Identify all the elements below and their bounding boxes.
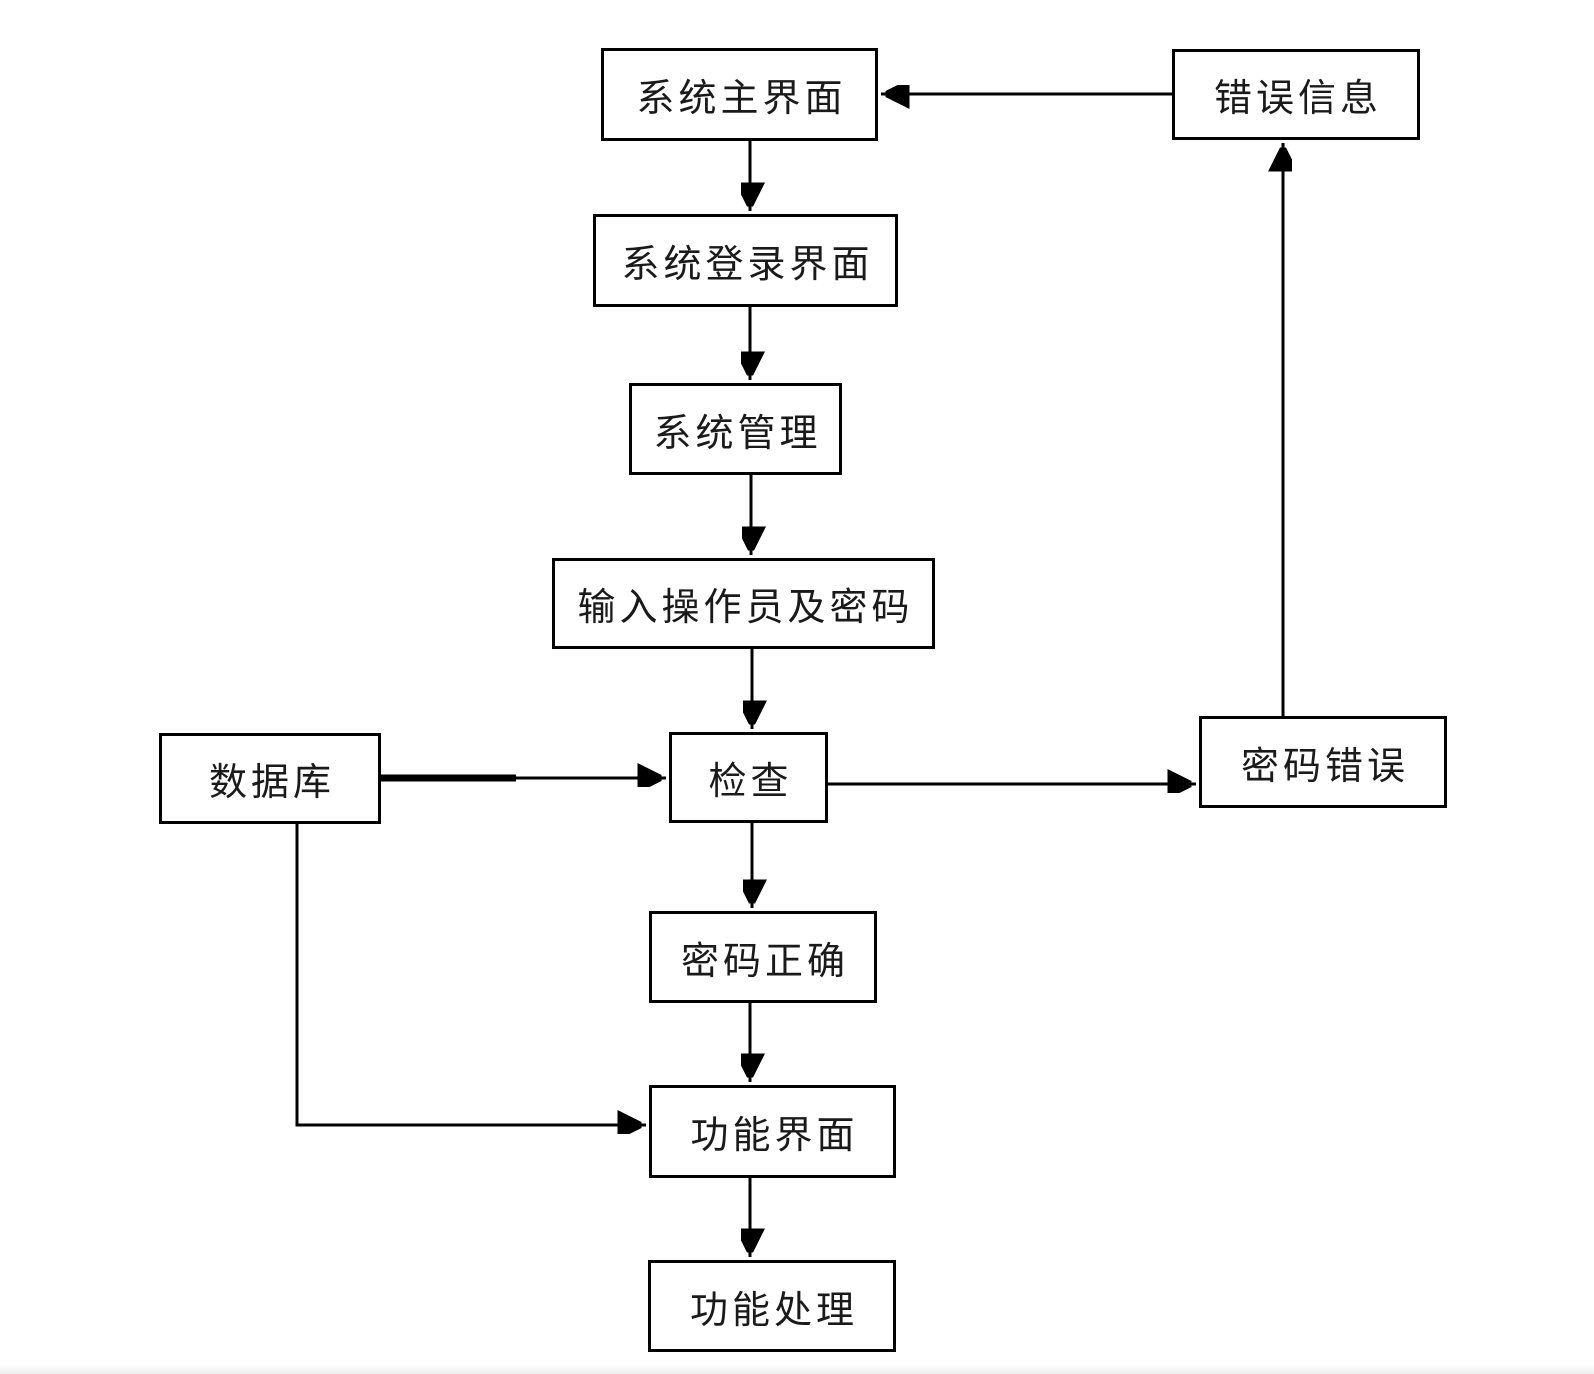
node-system-management-label: 系统管理 (653, 412, 822, 455)
node-login-ui: 系统登录界面 (593, 214, 898, 307)
node-main-ui: 系统主界面 (601, 48, 878, 141)
node-database: 数据库 (159, 733, 381, 824)
node-password-wrong-label: 密码错误 (1240, 745, 1409, 788)
node-password-wrong: 密码错误 (1199, 716, 1447, 808)
node-input-credentials: 输入操作员及密码 (552, 558, 935, 649)
node-system-management: 系统管理 (629, 383, 842, 475)
node-check: 检查 (669, 732, 828, 823)
edge-database-to-funcui (295, 824, 646, 1125)
node-check-label: 检查 (708, 761, 793, 803)
node-function-ui: 功能界面 (649, 1085, 896, 1178)
node-main-ui-label: 系统主界面 (636, 78, 847, 120)
node-function-ui-label: 功能界面 (690, 1115, 859, 1157)
node-password-correct: 密码正确 (649, 911, 877, 1003)
node-password-correct-label: 密码正确 (680, 940, 849, 983)
node-database-label: 数据库 (208, 762, 335, 804)
node-error-info: 错误信息 (1172, 49, 1420, 140)
node-input-credentials-label: 输入操作员及密码 (577, 587, 914, 629)
node-function-process-label: 功能处理 (689, 1289, 858, 1332)
node-function-process: 功能处理 (648, 1260, 896, 1352)
node-login-ui-label: 系统登录界面 (621, 244, 874, 286)
node-error-info-label: 错误信息 (1213, 78, 1382, 120)
page-edge-shadow (0, 1364, 1594, 1374)
